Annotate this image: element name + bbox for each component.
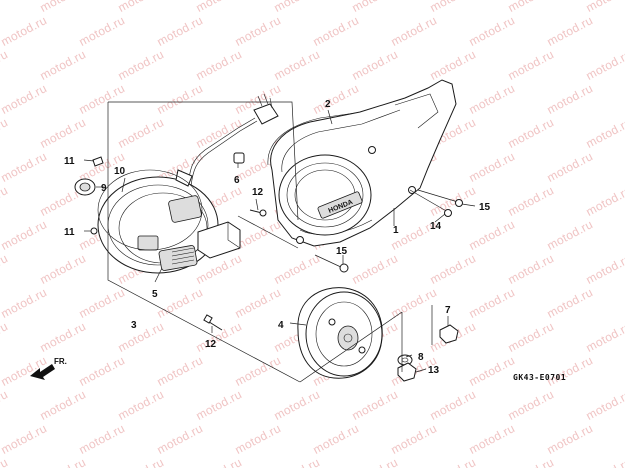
small-parts <box>74 152 463 382</box>
stator-assembly <box>97 93 279 274</box>
callout-11-upper: 11 <box>64 156 75 167</box>
left-crankcase-cover: HONDA <box>270 79 457 247</box>
callout-9: 9 <box>101 183 107 194</box>
callout-10: 10 <box>114 166 126 177</box>
callout-4: 4 <box>278 320 284 331</box>
flywheel <box>297 287 383 379</box>
group-bracket <box>107 101 433 383</box>
brand-plate <box>317 191 363 219</box>
callout-8: 8 <box>418 352 424 363</box>
callout-3: 3 <box>131 320 137 331</box>
callout-labels: 1 2 3 4 5 6 7 8 9 10 11 11 12 12 13 14 1… <box>64 99 491 376</box>
callout-12-lower: 12 <box>205 339 217 350</box>
leader-lines <box>83 109 476 373</box>
callout-6: 6 <box>234 175 240 186</box>
callout-15-lower: 15 <box>336 246 348 257</box>
callout-5: 5 <box>152 289 158 300</box>
front-direction-arrow: FR. <box>30 357 67 380</box>
callout-14: 14 <box>430 221 442 232</box>
callout-7: 7 <box>445 305 451 316</box>
callout-15-right: 15 <box>479 202 491 213</box>
callout-12-upper: 12 <box>252 187 264 198</box>
callout-11-lower: 11 <box>64 227 75 238</box>
direction-label: FR. <box>54 357 67 366</box>
callout-2: 2 <box>325 99 331 110</box>
callout-1: 1 <box>393 225 399 236</box>
diagram-code: GK43-E0701 <box>513 373 566 382</box>
cover-gasket <box>267 112 356 166</box>
callout-13: 13 <box>428 365 440 376</box>
